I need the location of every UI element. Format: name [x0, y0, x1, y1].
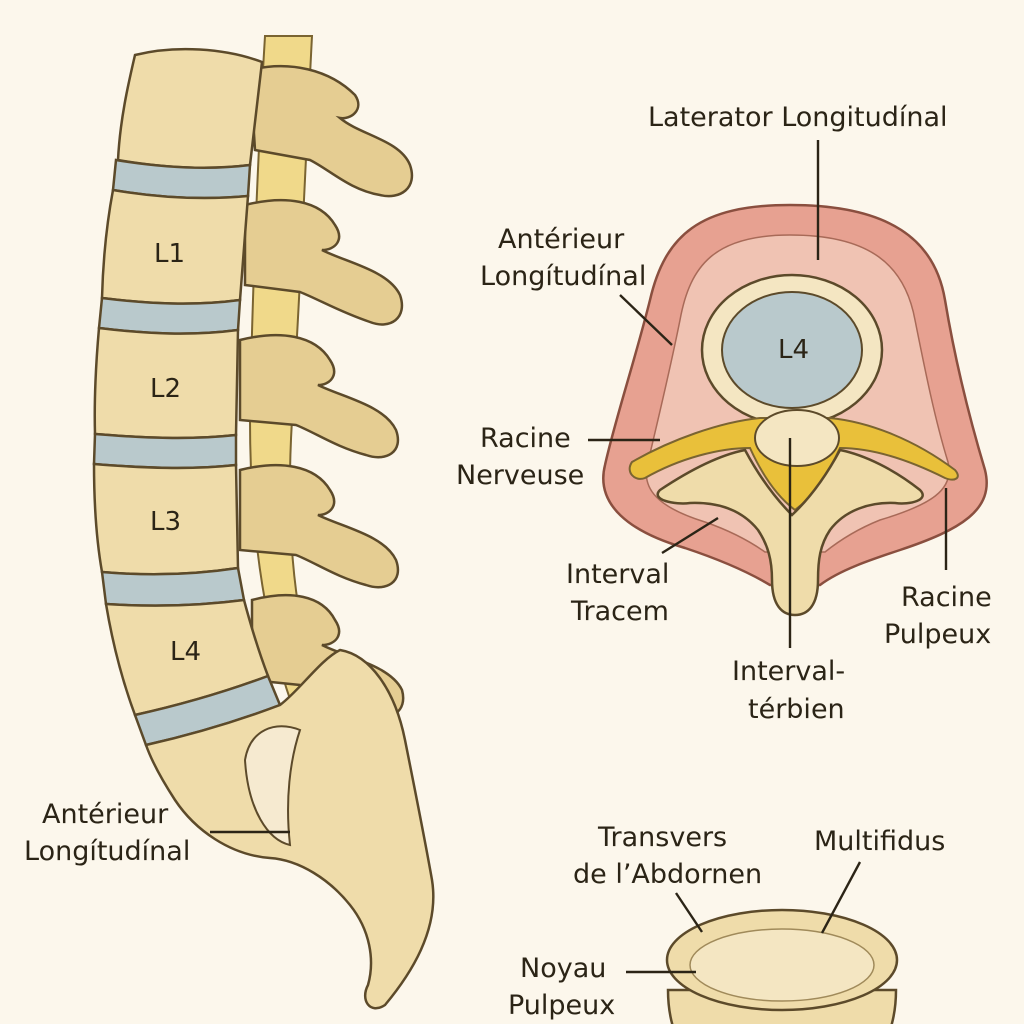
vertebra-label-l2: L2 — [150, 374, 181, 404]
label-anterior-line2: Longítudínal — [480, 261, 646, 292]
label-interval2-line1: Interval- — [732, 656, 845, 687]
vertebra-label-l4: L4 — [170, 637, 201, 667]
label-lateral-ligament-line2: Longítudínal — [24, 836, 190, 867]
label-interval2-line2: térbien — [748, 694, 845, 725]
label-noyau-line2: Pulpeux — [508, 990, 615, 1021]
spinous-processes — [238, 64, 413, 719]
label-noyau-line1: Noyau — [520, 953, 606, 984]
disc-view: Transvers de l’Abdornen Multifidus Noyau… — [508, 822, 945, 1024]
leader-interval — [661, 516, 719, 555]
label-racine-pulpeux-line1: Racine — [901, 582, 992, 613]
axial-section-view: L4 Laterator Longitudínal Antérieur Long… — [456, 102, 992, 725]
disc-3 — [92, 432, 238, 470]
leader-transvers — [675, 892, 703, 933]
label-multifidus: Multifidus — [814, 826, 945, 857]
label-root-line1: Racine — [480, 423, 571, 454]
label-racine-pulpeux-line2: Pulpeux — [884, 619, 991, 650]
leader-anterior — [619, 294, 673, 346]
spinal-canal — [754, 409, 840, 467]
label-root-line2: Nerveuse — [456, 460, 584, 491]
axial-body-label: L4 — [778, 335, 809, 365]
label-lateral-ligament-line1: Antérieur — [42, 799, 169, 830]
sacrum — [144, 648, 435, 1010]
vertebra-top — [116, 47, 264, 169]
label-interval-line2: Tracem — [570, 596, 669, 627]
sacrum-shadow — [243, 725, 302, 847]
disc-4 — [100, 566, 246, 607]
lateral-spine-view: L1 L2 L3 L4 Antérieur Longítudínal — [24, 35, 435, 1010]
nucleus-pulposus — [689, 928, 875, 1002]
vertebral-body-core — [721, 291, 863, 409]
label-anterior-line1: Antérieur — [498, 224, 625, 255]
disc-2 — [97, 296, 242, 335]
label-interval-line1: Interval — [566, 559, 669, 590]
label-transvers-line2: de l’Abdornen — [573, 859, 762, 890]
vertebra-label-l1: L1 — [154, 239, 185, 269]
label-laterator: Laterator Longitudínal — [648, 102, 948, 133]
vertebra-label-l3: L3 — [150, 507, 181, 537]
leader-multifidus — [820, 861, 862, 934]
label-transvers-line1: Transvers — [597, 822, 727, 853]
